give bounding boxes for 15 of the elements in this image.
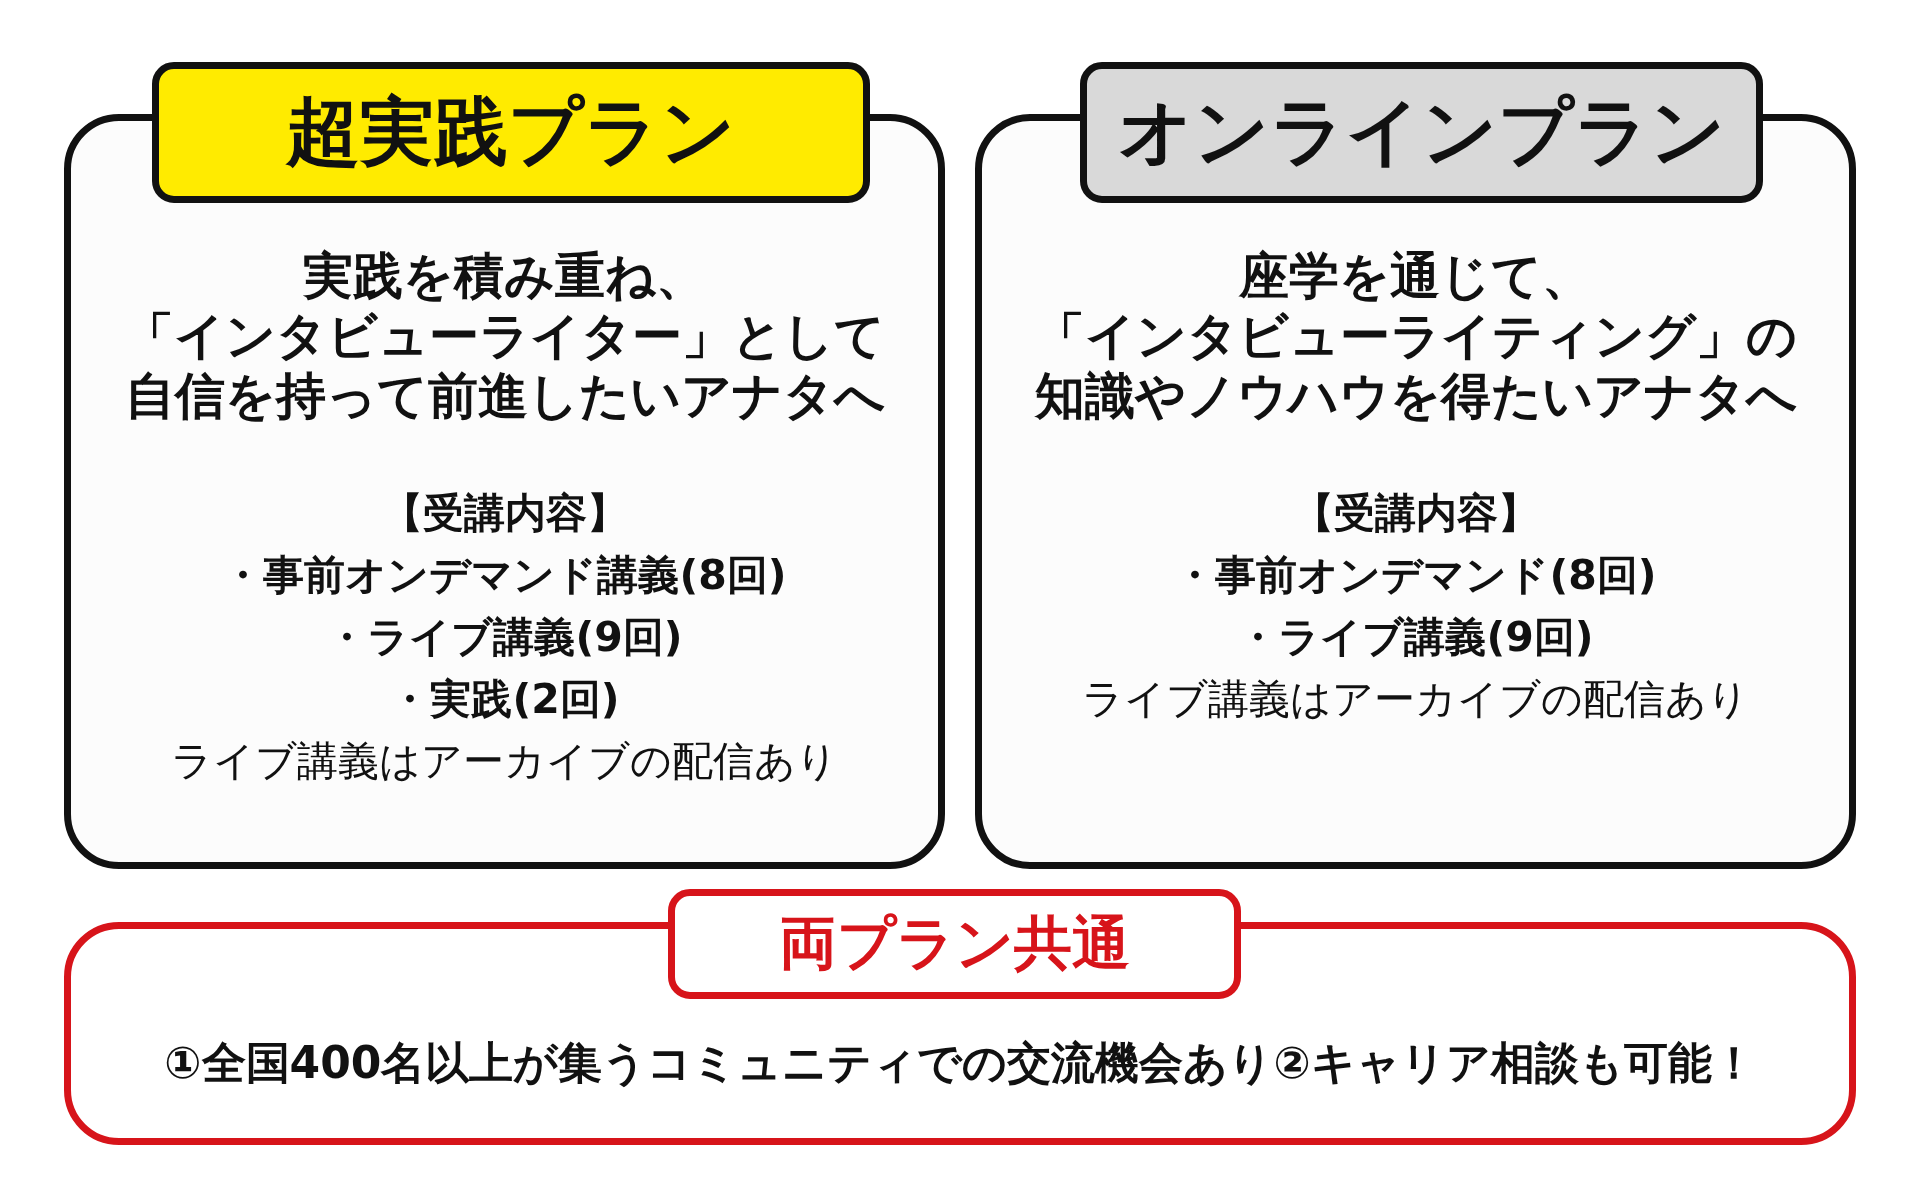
heading-tab: 両プラン共通 xyxy=(668,889,1241,999)
note-text: ライブ講義はアーカイブの配信あり xyxy=(1081,674,1750,725)
bullet-item: ・事前オンデマンド講義(8回) xyxy=(221,550,788,601)
contents-heading: 【受講内容】 xyxy=(380,488,629,539)
intro-text: 実践を積み重ね、「インタビューライター」として自信を持って前進したいアナタへ xyxy=(123,246,886,426)
bullet-item: ・実践(2回) xyxy=(388,674,621,725)
bullet-item: ・ライブ講義(9回) xyxy=(325,612,684,663)
shared-benefit-text: ①全国400名以上が集うコミュニティでの交流機会あり②キャリア相談も可能！ xyxy=(163,1036,1757,1090)
heading-tab: オンラインプラン xyxy=(1080,62,1763,203)
intro-text: 座学を通じて、「インタビューライティング」の知識やノウハウを得たいアナタへ xyxy=(1033,246,1798,426)
heading-tab: 超実践プラン xyxy=(152,62,870,203)
bullet-item: ・ライブ講義(9回) xyxy=(1236,612,1595,663)
contents-heading: 【受講内容】 xyxy=(1291,488,1540,539)
note-text: ライブ講義はアーカイブの配信あり xyxy=(170,736,839,787)
bullet-item: ・事前オンデマンド(8回) xyxy=(1173,550,1658,601)
